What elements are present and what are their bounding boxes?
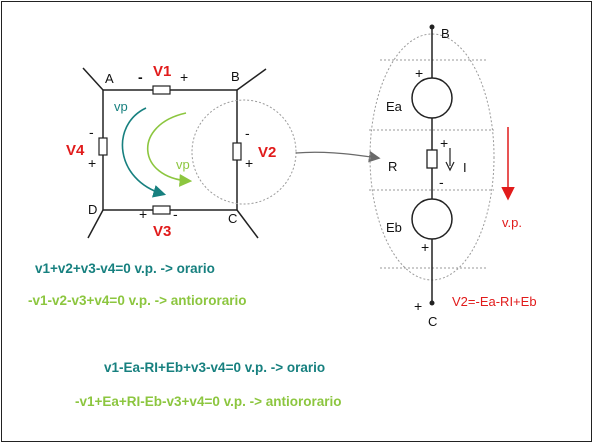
eb-plus: +: [421, 239, 429, 255]
v4-minus: -: [89, 124, 94, 140]
r-label: R: [388, 159, 397, 174]
v3-label: V3: [153, 223, 171, 240]
r-minus: -: [439, 174, 444, 190]
vp-counterclockwise-arrow: [146, 112, 193, 187]
stub-b: [236, 68, 267, 91]
v1-plus: +: [180, 69, 188, 85]
resistor-r: [426, 149, 438, 169]
equation-3: v1-Ea-RI+Eb+v3-v4=0 v.p. -> orario: [104, 360, 325, 375]
v2-highlight-circle: [191, 99, 297, 205]
stub-c: [236, 209, 259, 239]
node-c: C: [228, 211, 237, 226]
stub-a: [82, 67, 104, 91]
c-plus: +: [414, 298, 422, 314]
equations: v1+v2+v3-v4=0 v.p. -> orario -v1-v2-v3+v…: [28, 261, 342, 409]
v2-equation: V2=-Ea-RI+Eb: [452, 294, 537, 309]
v3-plus: +: [139, 206, 147, 222]
equation-4: -v1+Ea+RI-Eb-v3+v4=0 v.p. -> antiororari…: [75, 394, 342, 409]
v3-minus: -: [173, 206, 178, 222]
zoom-arrow: [295, 150, 381, 163]
ea-label: Ea: [386, 99, 403, 114]
v1-minus: -: [138, 69, 143, 85]
terminal-b: [429, 24, 435, 30]
resistor-v4: [98, 137, 108, 156]
v2-minus: -: [245, 125, 250, 141]
node-a: A: [105, 71, 114, 86]
equation-1: v1+v2+v3-v4=0 v.p. -> orario: [35, 261, 215, 276]
resistor-v1: [152, 85, 171, 95]
r-plus: +: [440, 135, 448, 151]
i-label: I: [463, 160, 467, 175]
vp-red-label: v.p.: [502, 215, 522, 230]
terminal-c: [429, 300, 435, 306]
vp-teal-label: vp: [114, 99, 128, 114]
source-eb: [411, 198, 453, 240]
resistor-v3: [152, 205, 171, 215]
source-ea: [411, 77, 453, 119]
v2-plus: +: [245, 155, 253, 171]
node-b: B: [231, 69, 240, 84]
eb-label: Eb: [386, 220, 402, 235]
v1-label: V1: [153, 63, 171, 80]
resistor-v2: [232, 142, 242, 161]
vp-clockwise-arrow: [121, 107, 167, 198]
equation-2: -v1-v2-v3+v4=0 v.p. -> antiororario: [28, 293, 246, 308]
current-arrowhead: [445, 161, 455, 172]
stub-d: [87, 209, 104, 239]
vp-green-label: vp: [176, 157, 190, 172]
v4-plus: +: [88, 155, 96, 171]
ea-plus: +: [415, 65, 423, 81]
node-d: D: [88, 202, 97, 217]
node-top-label: B: [441, 26, 450, 41]
right-circuit: B C Ea R I Eb + + - + + v.p. V2=-Ea-RI+E…: [369, 24, 537, 329]
node-bottom-label: C: [428, 314, 437, 329]
v4-label: V4: [66, 142, 85, 159]
left-circuit: A B C D V1 V4 V2 V3 - + - + - + + - vp v…: [66, 63, 381, 240]
v2-label: V2: [258, 144, 276, 161]
